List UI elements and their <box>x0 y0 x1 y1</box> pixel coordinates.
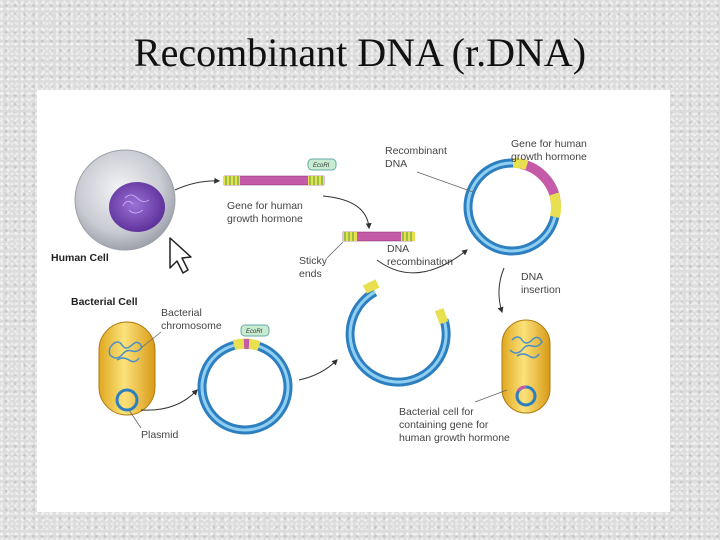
gene-top-line1: Gene for human <box>511 138 587 150</box>
chrom-pointer <box>140 331 162 349</box>
ecori-badge-1: EcoRI <box>307 158 337 171</box>
bact-chrom-line1: Bacterial <box>161 307 202 319</box>
slide-title: Recombinant DNA (r.DNA) <box>133 30 587 75</box>
bacterial-cell-recombinant <box>501 319 551 414</box>
nucleus <box>109 182 165 232</box>
diagram-panel: Human Cell EcoRI Gene for human growth h… <box>37 90 670 512</box>
containing-pointer <box>474 389 508 403</box>
bacterial-cell-label: Bacterial Cell <box>71 296 138 308</box>
containing-line1: Bacterial cell for <box>399 406 474 418</box>
svg-text:EcoRI: EcoRI <box>313 163 330 169</box>
gene-top-line2: growth hormone <box>511 151 587 163</box>
arrow-6 <box>298 359 338 381</box>
plasmid-ring <box>197 338 293 435</box>
rdna-diagram: Human Cell EcoRI Gene for human growth h… <box>51 138 587 444</box>
recombinant-line2: DNA <box>385 158 407 170</box>
dna-recomb-line2: recombination <box>387 256 453 268</box>
containing-line2: containing gene for <box>399 419 489 431</box>
arrow-5 <box>140 389 198 411</box>
arrow-1 <box>174 177 221 191</box>
plasmid-pointer <box>128 409 142 429</box>
gene-label-line1: Gene for human <box>227 200 303 212</box>
arrow-2 <box>322 195 372 230</box>
recombinant-pointer <box>416 171 474 193</box>
arrow-pointer-icon <box>169 237 192 274</box>
bact-chrom-line2: chromosome <box>161 320 222 332</box>
sticky-label-line1: Sticky <box>299 255 328 267</box>
dna-insertion-line1: DNA <box>521 271 543 283</box>
opened-plasmid <box>345 279 451 387</box>
arrow-3 <box>376 249 468 274</box>
arrow-4 <box>497 267 505 314</box>
sticky-pointer <box>326 241 344 259</box>
human-cell-label: Human Cell <box>51 252 109 264</box>
gene-fragment-2 <box>342 231 415 242</box>
human-cell <box>74 149 176 251</box>
gene-label-line2: growth hormone <box>227 213 303 225</box>
recombinant-dna-ring <box>463 158 562 256</box>
sticky-label-line2: ends <box>299 268 322 280</box>
dna-recomb-line1: DNA <box>387 243 409 255</box>
ecori-badge-2: EcoRI <box>240 324 270 337</box>
gene-fragment-1 <box>223 175 325 186</box>
containing-line3: human growth hormone <box>399 432 510 444</box>
recombinant-line1: Recombinant <box>385 145 447 157</box>
bacterial-cell <box>98 321 156 416</box>
dna-insertion-line2: insertion <box>521 284 561 296</box>
svg-text:EcoRI: EcoRI <box>246 329 263 335</box>
plasmid-label: Plasmid <box>141 429 179 441</box>
